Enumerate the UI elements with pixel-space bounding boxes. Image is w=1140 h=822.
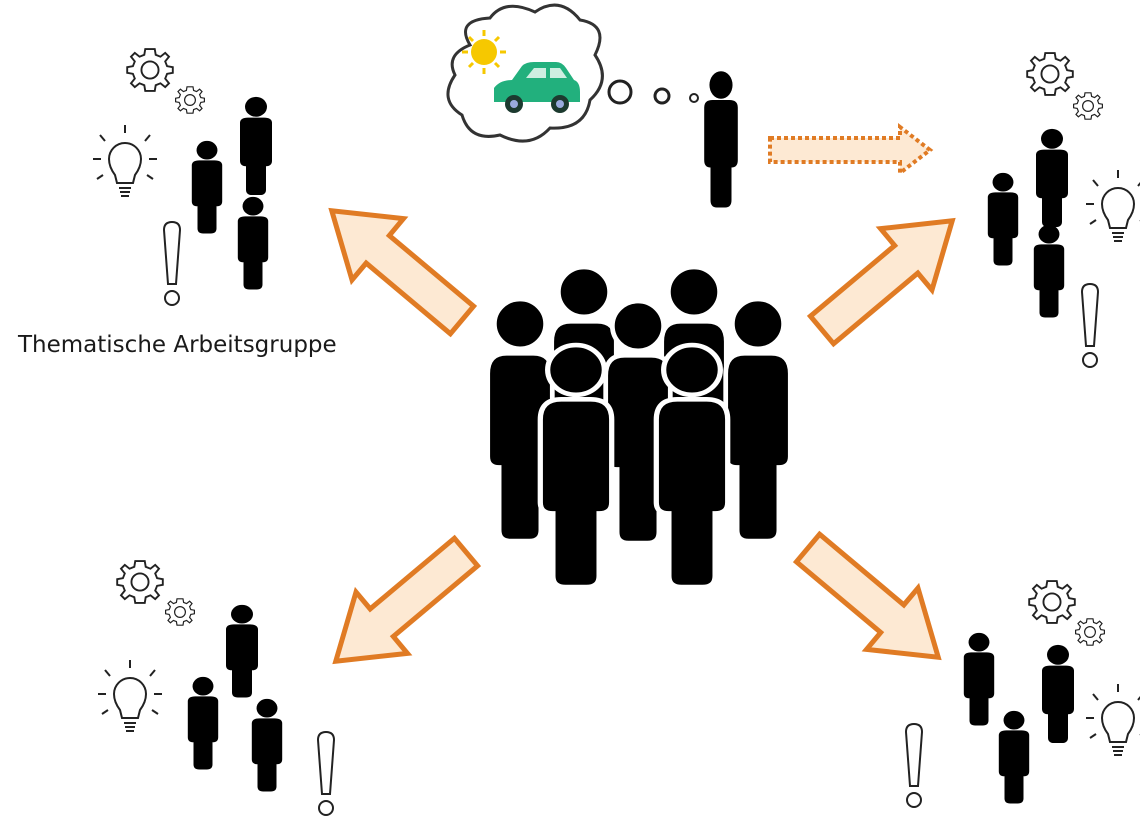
group-top-right	[987, 52, 1140, 368]
arrow-to-bottom-right	[782, 517, 964, 688]
lightbulb-icon	[1085, 683, 1140, 756]
person-group-icon	[963, 632, 1074, 804]
gears-icon	[1028, 580, 1106, 646]
group-label: Thematische Arbeitsgruppe	[18, 332, 337, 358]
gears-icon	[1026, 52, 1104, 120]
person-thinker	[704, 71, 738, 208]
person-group-icon	[187, 604, 283, 792]
arrow-to-top-right	[796, 190, 978, 361]
exclamation-icon	[905, 723, 923, 808]
exclamation-icon	[163, 221, 181, 306]
exclamation-icon	[317, 731, 335, 816]
exclamation-icon	[1081, 283, 1099, 368]
arrow-to-top-left	[306, 180, 488, 351]
lightbulb-icon	[1085, 169, 1140, 242]
person-group-icon	[191, 96, 272, 290]
gears-icon	[126, 48, 205, 114]
gears-icon	[116, 560, 195, 626]
dotted-arrow-icon	[768, 122, 934, 178]
crowd-icon	[488, 267, 791, 587]
group-bottom-right	[905, 580, 1140, 808]
lightbulb-icon	[92, 124, 158, 197]
lightbulb-icon	[97, 659, 163, 732]
person-group-icon	[987, 128, 1068, 318]
group-top-left	[92, 48, 272, 306]
arrow-to-bottom-left	[310, 521, 492, 692]
group-bottom-left	[97, 560, 335, 816]
sun-icon	[462, 30, 506, 74]
car-icon	[494, 62, 580, 113]
thinking-person	[446, 3, 934, 208]
